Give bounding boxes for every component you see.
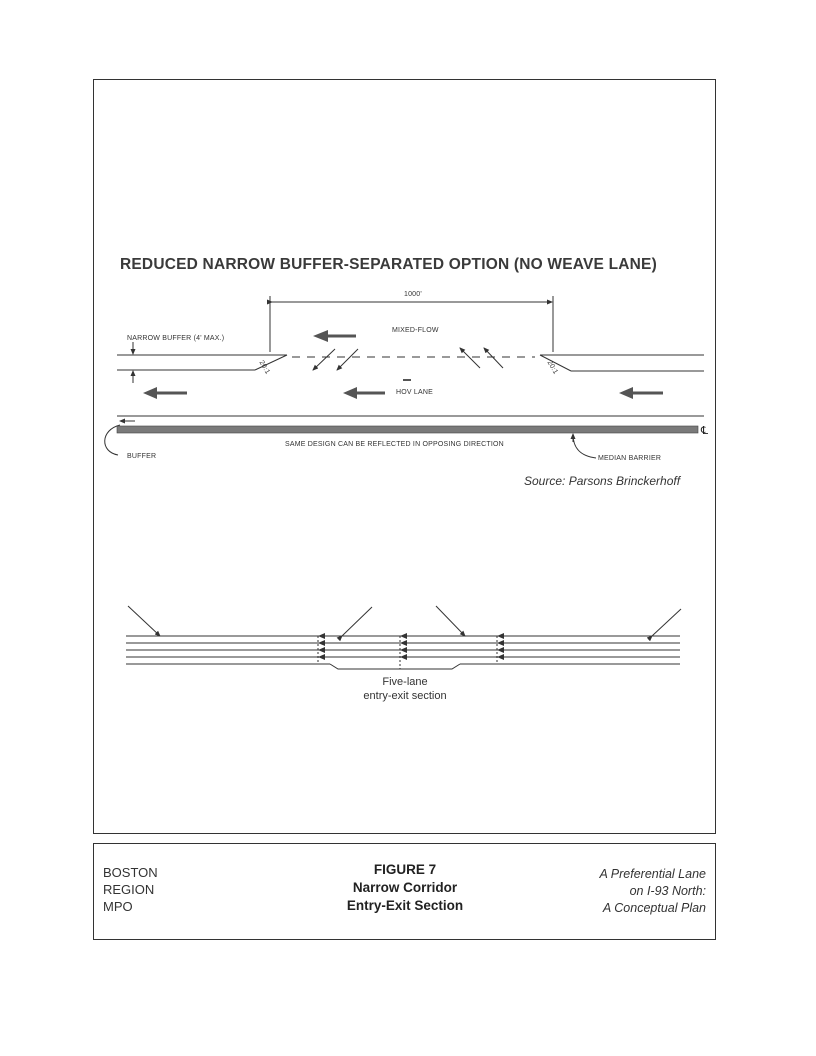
median-barrier-label: MEDIAN BARRIER [598,455,662,462]
taper-left [254,354,288,371]
ramp-3 [435,605,466,637]
figure-title-line1: Narrow Corridor [352,880,458,895]
dimension-label: 1000' [404,291,422,298]
main-figure-frame [93,79,716,834]
figure-number: FIGURE 7 [373,862,437,877]
direction-arrows [143,330,663,399]
lane-merge-bottom [329,663,461,670]
mixed-flow-label: MIXED-FLOW [392,327,439,334]
org-line3: MPO [103,899,133,914]
median-callout [572,433,597,459]
narrow-buffer-label: NARROW BUFFER (4' MAX.) [127,335,225,342]
diagram1-roadway [104,296,704,459]
buffer-label: BUFFER [127,453,157,460]
diagram-title: REDUCED NARROW BUFFER-SEPARATED OPTION (… [120,256,657,273]
hov-center-arrow [343,387,385,399]
ramp-1 [127,605,161,637]
hov-left-arrow [143,387,187,399]
weave-arrow-4 [483,347,504,369]
org-line1: BOSTON [103,865,158,880]
diagram2-caption-line1: Five-lane [382,676,428,688]
weave-arrow-2 [336,348,359,371]
mixed-flow-arrow [313,330,356,342]
weave-arrow-3 [459,347,481,369]
hov-lane-label: HOV LANE [396,389,433,396]
report-line3: A Conceptual Plan [602,901,706,915]
hov-right-arrow [619,387,663,399]
report-line2: on I-93 North: [629,884,706,898]
source-credit: Source: Parsons Brinckerhoff [524,474,681,488]
diagram2-caption-line2: entry-exit section [363,690,447,702]
org-name: BOSTON REGION MPO [103,864,158,915]
ramp-2 [336,606,373,642]
ramp-4 [646,608,682,642]
footer-frame [93,843,716,940]
reflect-note: SAME DESIGN CAN BE REFLECTED IN OPPOSING… [285,441,504,448]
buffer-callout [104,424,121,456]
centerline-symbol: ℄ [701,425,709,437]
taper-right [539,354,572,372]
report-title: A Preferential Lane on I-93 North: A Con… [506,866,706,917]
median-barrier [116,425,699,434]
figure-caption: FIGURE 7 Narrow Corridor Entry-Exit Sect… [300,861,510,915]
report-line1: A Preferential Lane [599,867,706,881]
dash-mark [403,379,411,381]
figure-title-line2: Entry-Exit Section [346,898,464,913]
org-line2: REGION [103,882,155,897]
weave-arrow-1 [312,348,336,371]
diagram2-arrowheads [318,633,504,660]
